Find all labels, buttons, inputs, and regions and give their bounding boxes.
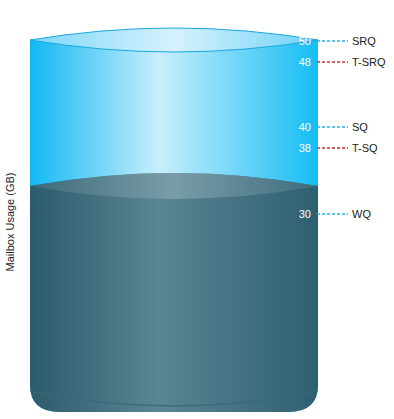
quota-line — [317, 40, 348, 41]
tank-bottom — [34, 392, 314, 406]
quota-name: SRQ — [352, 35, 376, 48]
value-number: 38 — [299, 142, 311, 155]
value-number: 50 — [299, 35, 311, 48]
threshold-line — [317, 61, 348, 62]
quota-name: WQ — [352, 208, 371, 221]
value-number: 40 — [299, 121, 311, 134]
threshold-line — [317, 147, 348, 148]
quota-name: T-SRQ — [352, 56, 386, 69]
axis-title: Mailbox Usage (GB) — [4, 172, 17, 271]
quota-name: SQ — [352, 121, 368, 134]
tank-fill — [30, 173, 318, 412]
value-number: 48 — [299, 56, 311, 69]
tank-top — [30, 28, 318, 52]
quota-name: T-SQ — [352, 142, 378, 155]
fill-surface — [30, 173, 318, 199]
value-number: 30 — [299, 208, 311, 221]
quota-line — [317, 126, 348, 127]
quota-line — [317, 213, 348, 214]
tank-body — [30, 40, 318, 412]
